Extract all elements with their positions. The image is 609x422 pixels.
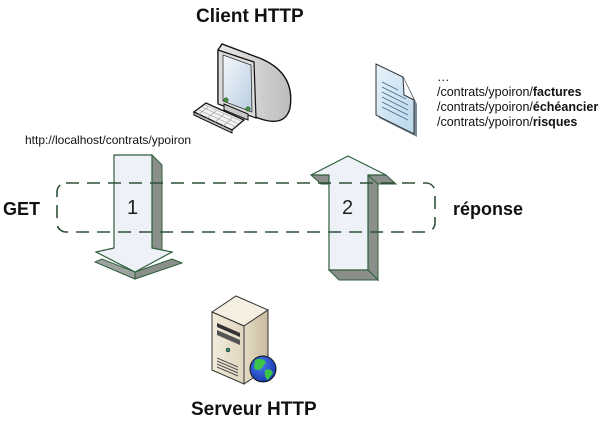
- link-resource: échéancier: [532, 100, 599, 114]
- link-line: /contrats/ypoiron/échéancier: [437, 100, 598, 115]
- link-line: …: [437, 70, 598, 85]
- link-prefix: …: [437, 70, 450, 84]
- response-links-list: … /contrats/ypoiron/factures /contrats/y…: [437, 70, 598, 130]
- link-resource: risques: [532, 115, 578, 129]
- link-resource: factures: [532, 85, 582, 99]
- link-line: /contrats/ypoiron/risques: [437, 115, 598, 130]
- link-prefix: /contrats/ypoiron/: [437, 100, 533, 114]
- http-exchange-box: [56, 182, 436, 233]
- response-label: réponse: [453, 199, 524, 219]
- step-1-number: 1: [127, 197, 139, 219]
- link-prefix: /contrats/ypoiron/: [437, 115, 533, 129]
- client-title: Client HTTP: [196, 6, 304, 27]
- server-globe-icon: [210, 295, 277, 385]
- request-url: http://localhost/contrats/ypoiron: [25, 133, 192, 147]
- link-prefix: /contrats/ypoiron/: [437, 85, 533, 99]
- request-arrow: [93, 153, 184, 280]
- document-icon: [375, 63, 417, 137]
- link-line: /contrats/ypoiron/factures: [437, 85, 598, 100]
- computer-icon: [192, 43, 292, 134]
- server-title: Serveur HTTP: [191, 399, 317, 420]
- response-arrow: [309, 155, 398, 282]
- get-label: GET: [3, 199, 41, 219]
- step-2-number: 2: [342, 197, 354, 219]
